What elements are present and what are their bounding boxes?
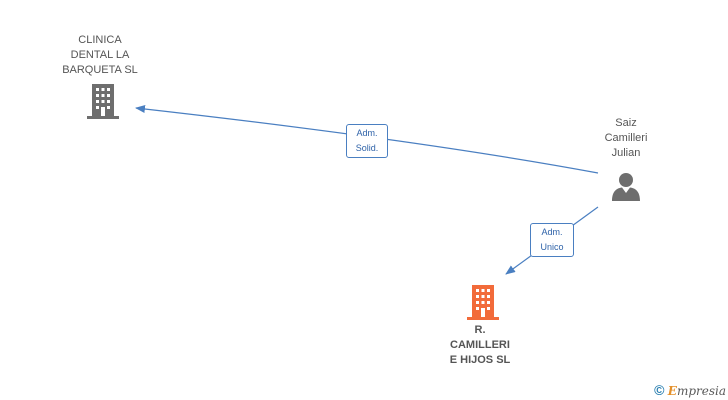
node-label-line: Saiz [615, 117, 637, 129]
node-label-saiz[interactable]: Saiz Camilleri Julian [586, 116, 666, 161]
node-label-line: DENTAL LA [70, 49, 130, 61]
edge-label-line: Solid. [355, 143, 379, 153]
edge-label-line: Unico [540, 242, 564, 252]
node-label-clinica[interactable]: CLINICA DENTAL LA BARQUETA SL [50, 33, 150, 78]
edge-label-line: Adm. [356, 128, 378, 138]
empresia-logo: © Empresia [654, 382, 726, 398]
node-label-line: BARQUETA SL [62, 64, 138, 76]
edge-label-adm-unico: Adm. Unico [530, 223, 574, 257]
person-icon[interactable] [611, 172, 641, 202]
node-label-line: Camilleri [604, 132, 648, 144]
brand-initial: E [667, 384, 677, 398]
building-icon[interactable] [467, 284, 499, 320]
brand-name: mpresia [676, 384, 726, 398]
node-label-line: E HIJOS SL [449, 354, 511, 366]
node-label-camilleri[interactable]: R. CAMILLERI E HIJOS SL [434, 323, 526, 368]
node-label-line: CLINICA [78, 34, 122, 46]
node-label-line: Julian [611, 147, 641, 159]
edge-label-line: Adm. [541, 227, 563, 237]
building-icon[interactable] [87, 83, 119, 119]
edge-saiz-to-clinica [135, 105, 599, 174]
node-label-line: R. [474, 324, 486, 336]
copyright-symbol: © [654, 382, 665, 398]
edge-label-adm-solid: Adm. Solid. [346, 124, 388, 158]
node-label-line: CAMILLERI [450, 339, 510, 351]
